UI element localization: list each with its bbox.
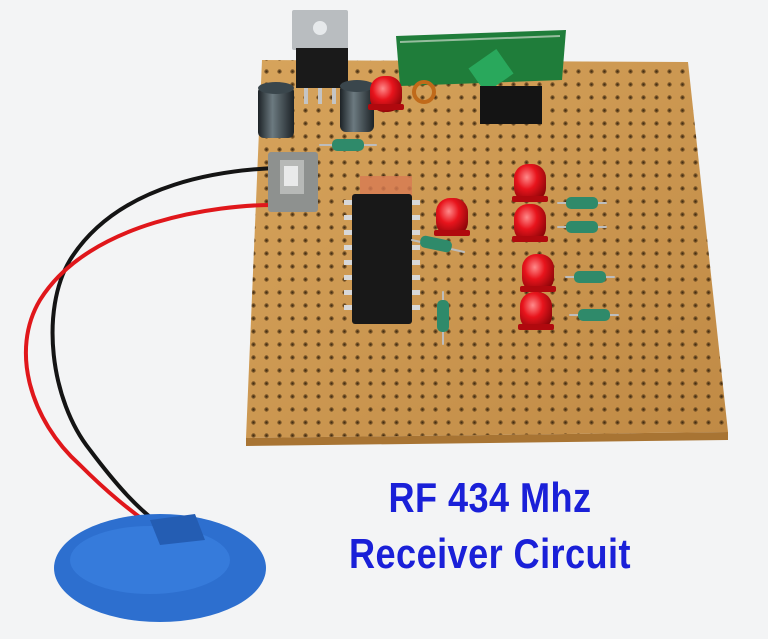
caption: RF 434 Mhz Receiver Circuit xyxy=(327,470,654,582)
perfboard xyxy=(246,60,728,446)
battery-clip xyxy=(54,514,266,622)
resistor xyxy=(557,197,607,209)
capacitor-right xyxy=(340,80,374,132)
led xyxy=(520,254,556,292)
led xyxy=(512,164,548,202)
led xyxy=(434,198,470,236)
led xyxy=(518,292,554,330)
rf-receiver-module xyxy=(396,30,566,124)
resistors xyxy=(319,139,619,345)
decoder-ic xyxy=(344,176,420,324)
voltage-regulator xyxy=(292,10,348,104)
slide-switch xyxy=(268,152,318,212)
battery-wires xyxy=(23,166,277,527)
resistor xyxy=(437,291,449,345)
caption-line-1: RF 434 Mhz xyxy=(388,474,592,521)
resistor xyxy=(319,139,377,151)
resistor xyxy=(557,221,607,233)
led xyxy=(368,76,404,112)
resistor xyxy=(569,309,619,321)
resistor xyxy=(411,235,465,253)
led xyxy=(512,204,548,242)
caption-line-2: Receiver Circuit xyxy=(349,530,631,577)
leds xyxy=(368,76,556,330)
capacitor-left xyxy=(258,82,294,138)
resistor xyxy=(565,271,615,283)
